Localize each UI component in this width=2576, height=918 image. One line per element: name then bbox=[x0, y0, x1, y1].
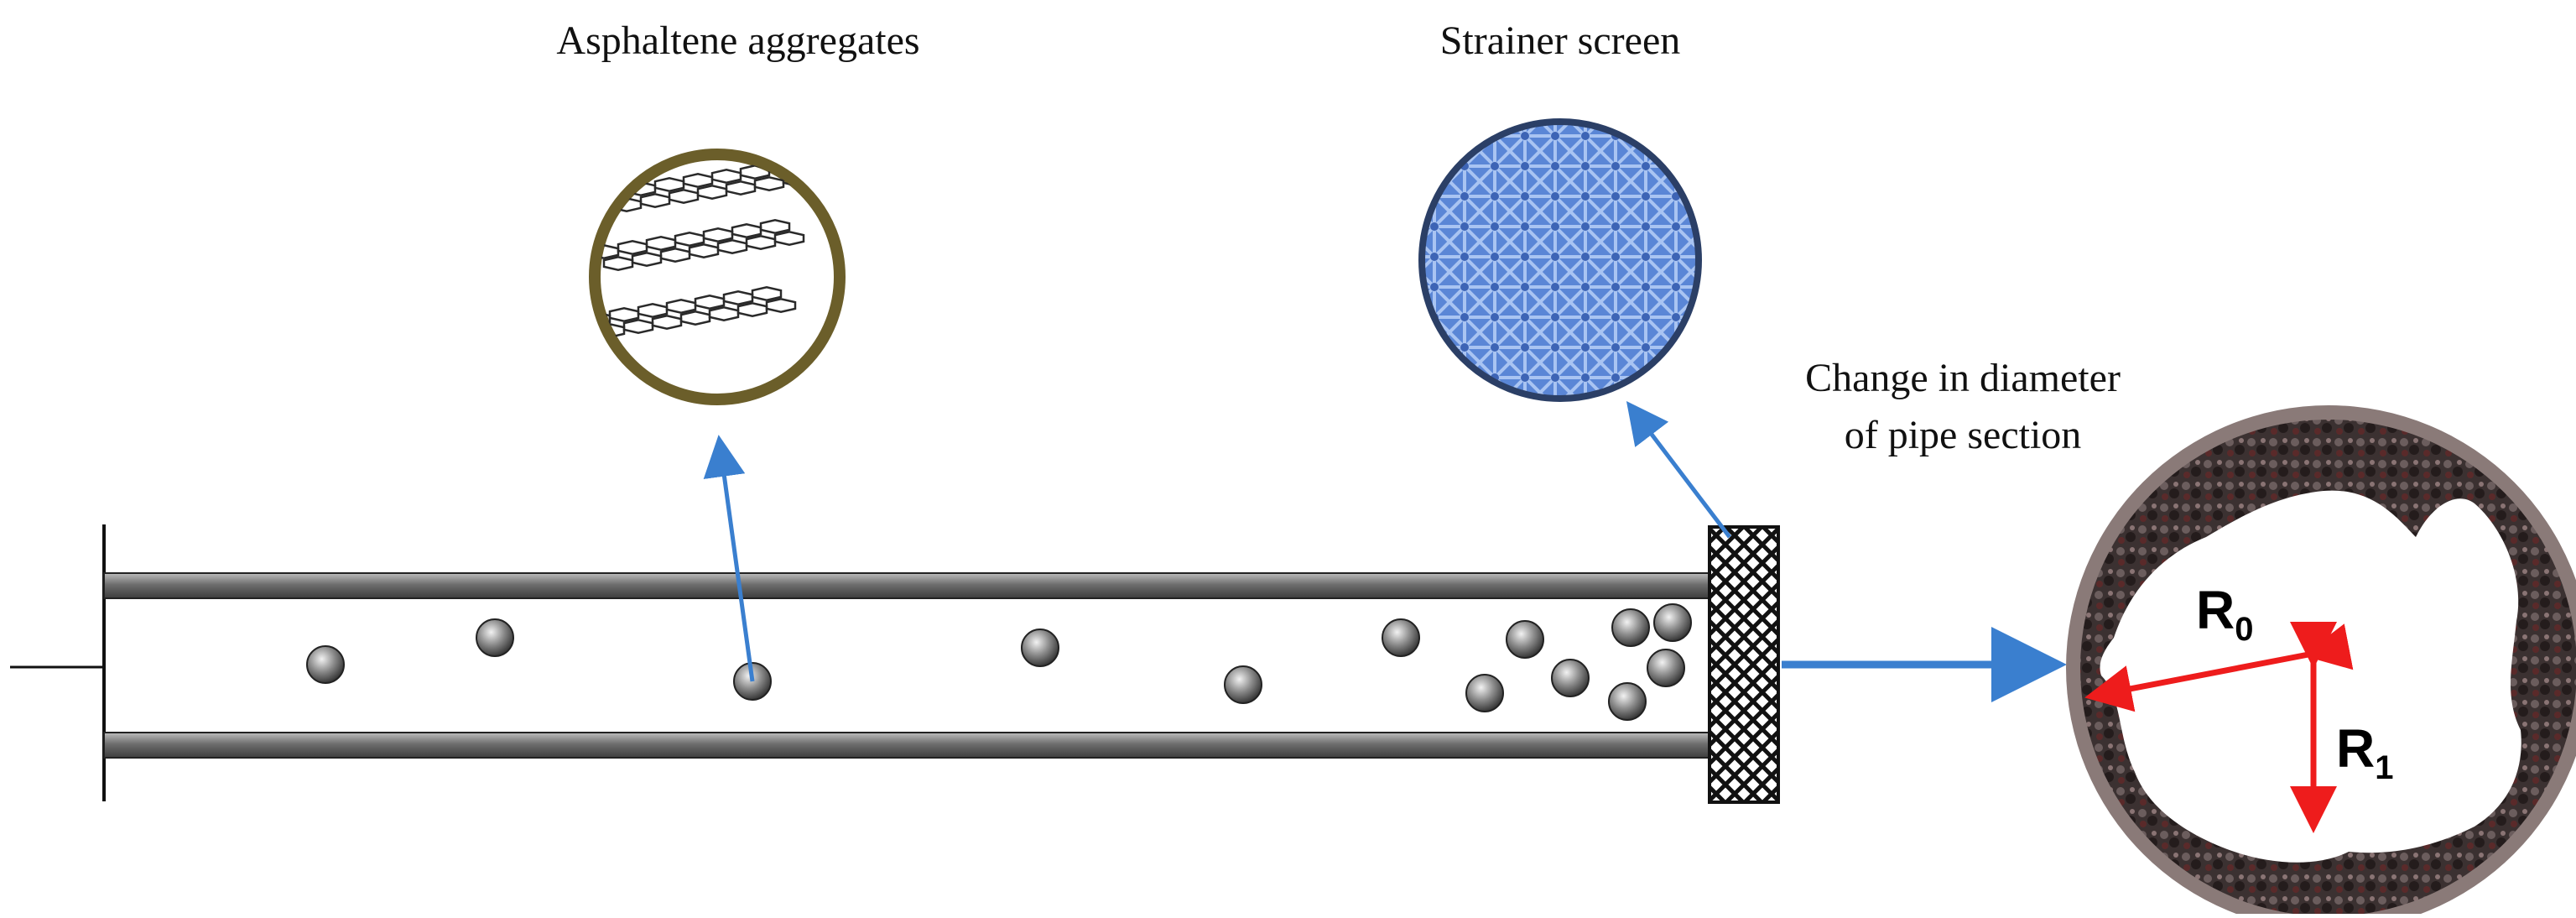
asphaltene-particle bbox=[1382, 618, 1420, 657]
arrow-to-asphaltene bbox=[703, 435, 755, 682]
r1-label-sub: 1 bbox=[2375, 749, 2394, 786]
r0-label-sub: 0 bbox=[2235, 611, 2254, 648]
diameter-label-line2: of pipe section bbox=[1844, 413, 2082, 457]
asphaltene-label: Asphaltene aggregates bbox=[556, 18, 920, 63]
asphaltene-particles bbox=[306, 603, 1692, 721]
r1-label: R1 bbox=[2336, 717, 2393, 787]
asphaltene-particle bbox=[1506, 620, 1544, 659]
strainer-block bbox=[1708, 525, 1780, 804]
r0-label: R0 bbox=[2196, 579, 2253, 649]
r0-arrow bbox=[2084, 623, 2354, 712]
asphaltene-particle bbox=[1653, 603, 1692, 642]
pipe-inlet bbox=[10, 524, 106, 801]
asphaltene-particle bbox=[1608, 682, 1647, 721]
asphaltene-particle bbox=[476, 618, 514, 657]
pipe-body bbox=[103, 572, 1715, 759]
diameter-label-line1: Change in diameter bbox=[1805, 356, 2121, 400]
hexagon-ring bbox=[773, 231, 805, 246]
pipe-bottom-wall bbox=[103, 732, 1715, 759]
strainer-zoom-circle bbox=[1418, 118, 1702, 402]
asphaltene-zoom-circle bbox=[589, 149, 846, 405]
asphaltene-particle bbox=[1611, 608, 1650, 647]
strainer-label: Strainer screen bbox=[1439, 18, 1681, 63]
asphaltene-particle bbox=[1551, 659, 1590, 697]
asphaltene-particle bbox=[1224, 665, 1262, 704]
hexagon-ring bbox=[751, 286, 783, 301]
r1-label-base: R bbox=[2336, 718, 2376, 779]
asphaltene-particle bbox=[1021, 629, 1059, 667]
asphaltene-particle bbox=[1465, 674, 1504, 712]
pipe-top-wall bbox=[103, 572, 1715, 599]
r0-label-base: R bbox=[2196, 580, 2235, 640]
hexagon-ring bbox=[765, 298, 797, 313]
pipe-cross-section bbox=[2066, 405, 2576, 918]
hexagon-ring bbox=[759, 219, 791, 234]
callout-arrows bbox=[703, 401, 2067, 702]
asphaltene-particle bbox=[1647, 649, 1685, 687]
arrow-to-strainer bbox=[1626, 401, 1731, 539]
center-point bbox=[2308, 648, 2319, 660]
asphaltene-particle bbox=[306, 645, 345, 684]
